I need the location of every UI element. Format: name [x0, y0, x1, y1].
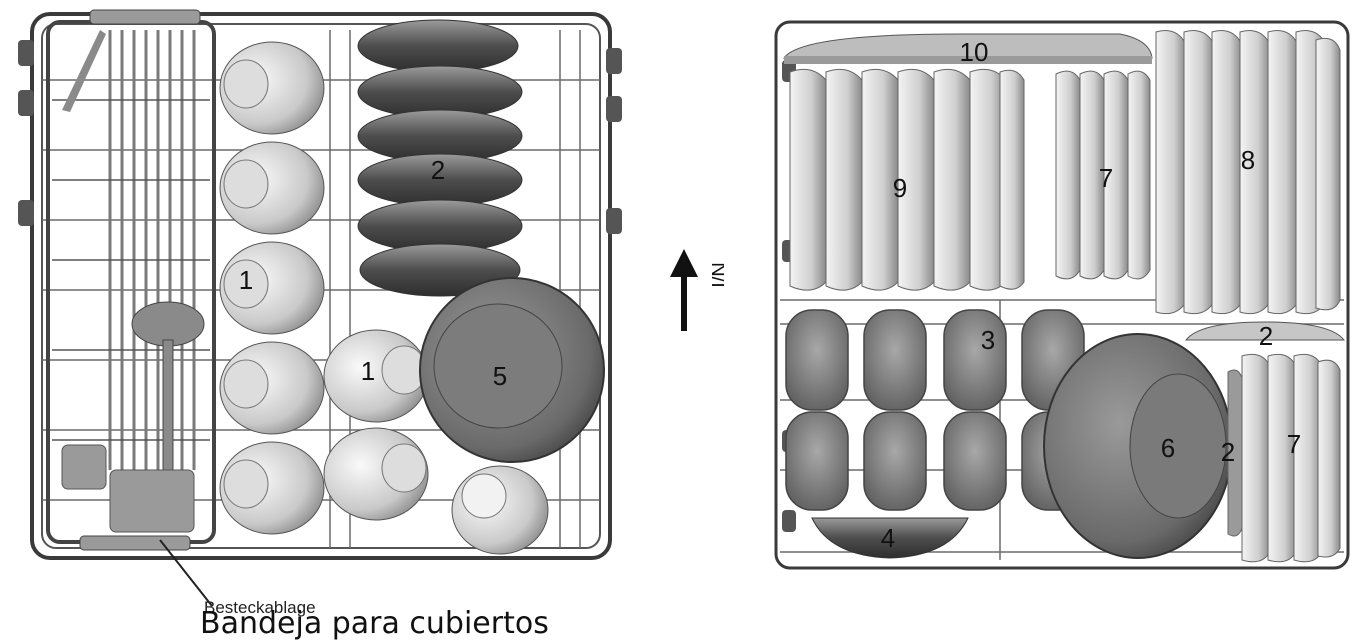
lower-rack: 10 9 7 8 3 2 6 2 7 4 — [774, 20, 1350, 570]
side-plates — [1055, 70, 1151, 280]
cutlery-tray-caption: Besteckablage Bandeja para cubiertos — [200, 598, 620, 642]
label-plate-2b: 2 — [1221, 437, 1235, 467]
pot — [1043, 333, 1233, 559]
upper-rack: 1 1 2 5 — [18, 9, 622, 607]
label-saucers-2: 2 — [431, 155, 445, 185]
label-bowl-5: 5 — [493, 361, 507, 391]
label-plates-7b: 7 — [1287, 429, 1301, 459]
saucers-stack — [357, 19, 523, 297]
lower-rack-frame — [774, 20, 1350, 570]
small-dish — [1184, 321, 1346, 341]
direction-indicator: N/I — [664, 245, 729, 335]
label-plates-8: 8 — [1241, 145, 1255, 175]
label-platter-10: 10 — [960, 37, 989, 67]
caption-leader-line — [159, 539, 213, 607]
caption-main-text: Bandeja para cubiertos — [200, 606, 549, 641]
label-plates-7a: 7 — [1099, 163, 1113, 193]
caption-overlay-text: Besteckablage — [204, 598, 316, 617]
label-bowl-4: 4 — [881, 523, 895, 553]
cups-column — [219, 41, 549, 555]
serving-platter — [783, 33, 1153, 64]
soup-plates — [1155, 30, 1341, 315]
glasses-grid — [785, 309, 1085, 511]
cup — [323, 329, 429, 423]
cup — [323, 427, 429, 521]
up-arrow-icon: N/I — [670, 249, 729, 331]
cup — [451, 465, 549, 555]
cup — [219, 441, 325, 535]
dinner-plates — [789, 68, 1025, 291]
direction-label: N/I — [707, 262, 724, 288]
label-cups-1b: 1 — [361, 356, 375, 386]
cutlery-tray — [46, 9, 216, 551]
label-pot-6: 6 — [1161, 433, 1175, 463]
label-plates-9: 9 — [893, 173, 907, 203]
cup — [219, 241, 325, 335]
label-cups-1: 1 — [239, 265, 253, 295]
shallow-bowl — [811, 517, 969, 559]
cup — [219, 41, 325, 135]
upper-rack-frame — [30, 12, 612, 560]
dessert-plates — [1227, 353, 1341, 563]
label-glasses-3: 3 — [981, 325, 995, 355]
cup — [219, 141, 325, 235]
label-dish-2a: 2 — [1259, 321, 1273, 351]
large-bowl — [419, 277, 605, 463]
cup — [219, 341, 325, 435]
